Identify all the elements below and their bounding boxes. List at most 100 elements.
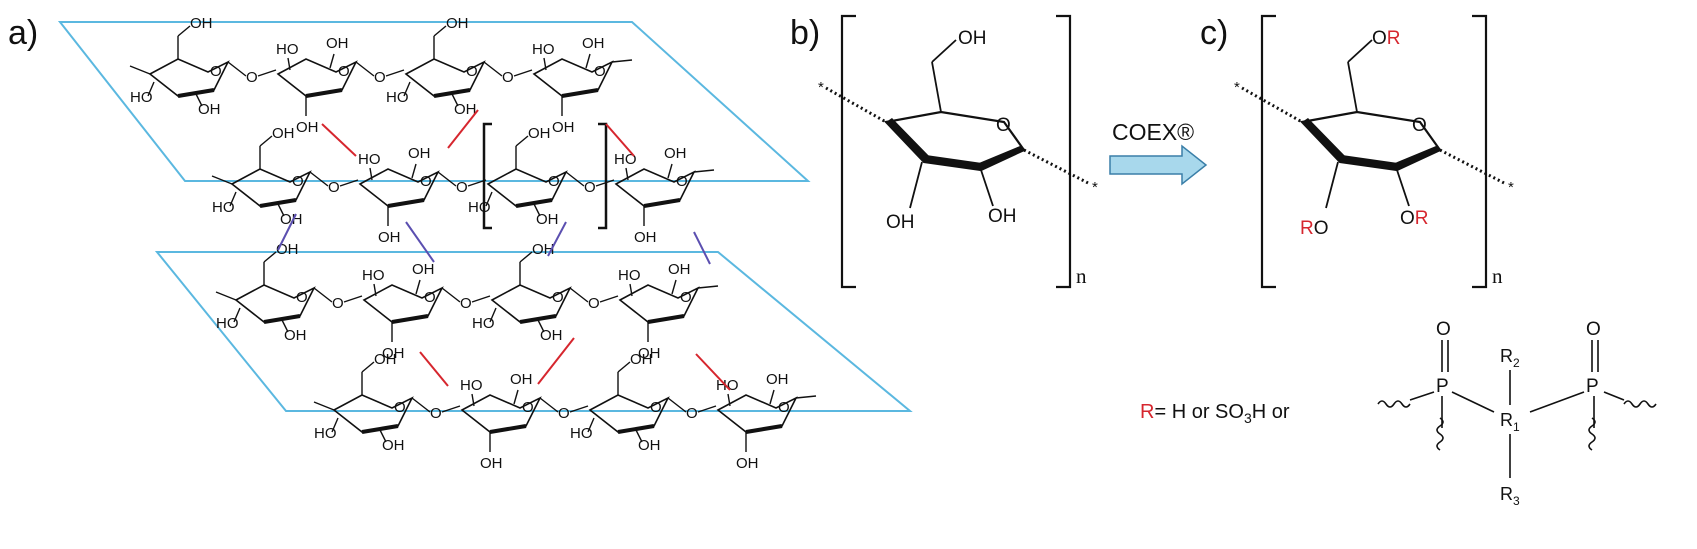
bond	[667, 163, 673, 179]
glycosidic-bond-left-c	[1241, 86, 1303, 124]
hydroxyl-label: OH	[630, 351, 653, 368]
hydrogen-bond-line	[695, 353, 731, 391]
bond	[195, 93, 203, 107]
glycosidic-oxygen-label: O	[588, 295, 600, 312]
glycosidic-oxygen-label: O	[460, 295, 472, 312]
bond	[543, 57, 547, 71]
glycosidic-oxygen-label: O	[374, 69, 386, 86]
bond	[369, 167, 373, 181]
bond	[769, 389, 775, 405]
bond	[437, 171, 457, 187]
hydroxyl-label: OH	[510, 371, 533, 388]
sheet-plane-upper	[57, 21, 811, 182]
bond	[441, 287, 461, 303]
hydroxyl-label: OH	[634, 229, 657, 246]
phosphorus-left: P	[1436, 376, 1449, 397]
hydroxyl-label: HO	[314, 425, 337, 442]
bond	[471, 393, 475, 407]
bond	[211, 175, 233, 185]
hydroxyl-label: HO	[276, 41, 299, 58]
ring-oxygen-label: O	[594, 63, 606, 80]
ring-oxygen-label: O	[424, 289, 436, 306]
hydroxyl-label: HO	[130, 89, 153, 106]
ring-oxygen-b: O	[996, 115, 1011, 136]
ring-oxygen-label: O	[338, 63, 350, 80]
bond	[329, 53, 335, 69]
svg-text:*: *	[818, 79, 824, 96]
r2-label: R2	[1500, 346, 1520, 370]
panel-label-c: c)	[1200, 14, 1228, 52]
hydroxyl-label: HO	[614, 151, 637, 168]
bond	[519, 251, 533, 263]
ring-oxygen-label: O	[420, 173, 432, 190]
coex-label: COEX®	[1112, 119, 1194, 145]
bond	[587, 417, 595, 433]
hydroxyl-label: HO	[472, 315, 495, 332]
hydrogen-bond-line	[447, 109, 479, 149]
bond	[537, 319, 545, 333]
bond	[513, 69, 533, 77]
repeat-index-b: n	[1076, 264, 1087, 288]
bond	[727, 393, 731, 407]
hydroxyl-label: OH	[664, 145, 687, 162]
glycosidic-oxygen-label: O	[502, 69, 514, 86]
glycosidic-oxygen-label: O	[456, 179, 468, 196]
bond	[287, 57, 291, 71]
bond	[313, 287, 333, 303]
bond	[569, 405, 589, 413]
hydrogen-bond-line	[321, 123, 357, 157]
bond	[629, 283, 633, 297]
repeat-index-c: n	[1492, 264, 1503, 288]
bond	[215, 291, 237, 301]
hydroxyl-label: OH	[412, 261, 435, 278]
hydroxyl-label: HO	[570, 425, 593, 442]
bond	[795, 395, 817, 399]
bond	[539, 397, 559, 413]
hydroxyl-label: OH	[284, 327, 307, 344]
phosphorus-right: P	[1586, 376, 1599, 397]
hydroxyl-label: HO	[216, 315, 239, 332]
ring-oxygen-c: O	[1412, 115, 1427, 136]
bond	[177, 25, 191, 37]
hydroxyl-label: OH	[382, 437, 405, 454]
hydroxyl-label: OH	[480, 455, 503, 472]
svg-text:*: *	[1508, 179, 1514, 196]
bracket-right-c	[1472, 14, 1488, 289]
hydroxyl-label: OH	[198, 101, 221, 118]
glycosidic-oxygen-label: O	[584, 179, 596, 196]
bond	[489, 307, 497, 323]
hydroxyl-label: OH	[378, 229, 401, 246]
ring-oxygen-label: O	[778, 399, 790, 416]
hydroxyl-label: OH	[536, 211, 559, 228]
r1-label: R1	[1500, 410, 1520, 434]
bracket-left-c	[1260, 14, 1276, 289]
bond	[277, 203, 285, 217]
panel-label-b: b)	[790, 14, 820, 52]
bracket-left-b	[840, 14, 856, 289]
bond	[343, 295, 363, 303]
bond	[411, 397, 431, 413]
glycosidic-oxygen-label: O	[558, 405, 570, 422]
r-definition: R= H or SO3H or	[1140, 401, 1290, 426]
bond	[671, 279, 677, 295]
glycosidic-oxygen-label: O	[246, 69, 258, 86]
svg-text:O: O	[1586, 319, 1601, 340]
bond	[309, 171, 329, 187]
bond	[385, 69, 405, 77]
substituent-c6: OR	[1372, 28, 1401, 49]
hydrogen-bond-line	[537, 337, 575, 385]
bond	[415, 279, 421, 295]
hydroxyl-label: OH	[272, 125, 295, 142]
hydroxyl-c3-b: OH	[886, 212, 915, 233]
ring-oxygen-label: O	[680, 289, 692, 306]
glycosidic-oxygen-label: O	[430, 405, 442, 422]
bond	[697, 285, 719, 289]
bond	[617, 361, 631, 373]
bond	[513, 389, 519, 405]
ring-oxygen-label: O	[552, 289, 564, 306]
hydroxyl-label: HO	[386, 89, 409, 106]
hydroxyl-label: OH	[638, 437, 661, 454]
bisphosphonate-structure: O P O P R1 R2 R3	[1377, 319, 1657, 508]
